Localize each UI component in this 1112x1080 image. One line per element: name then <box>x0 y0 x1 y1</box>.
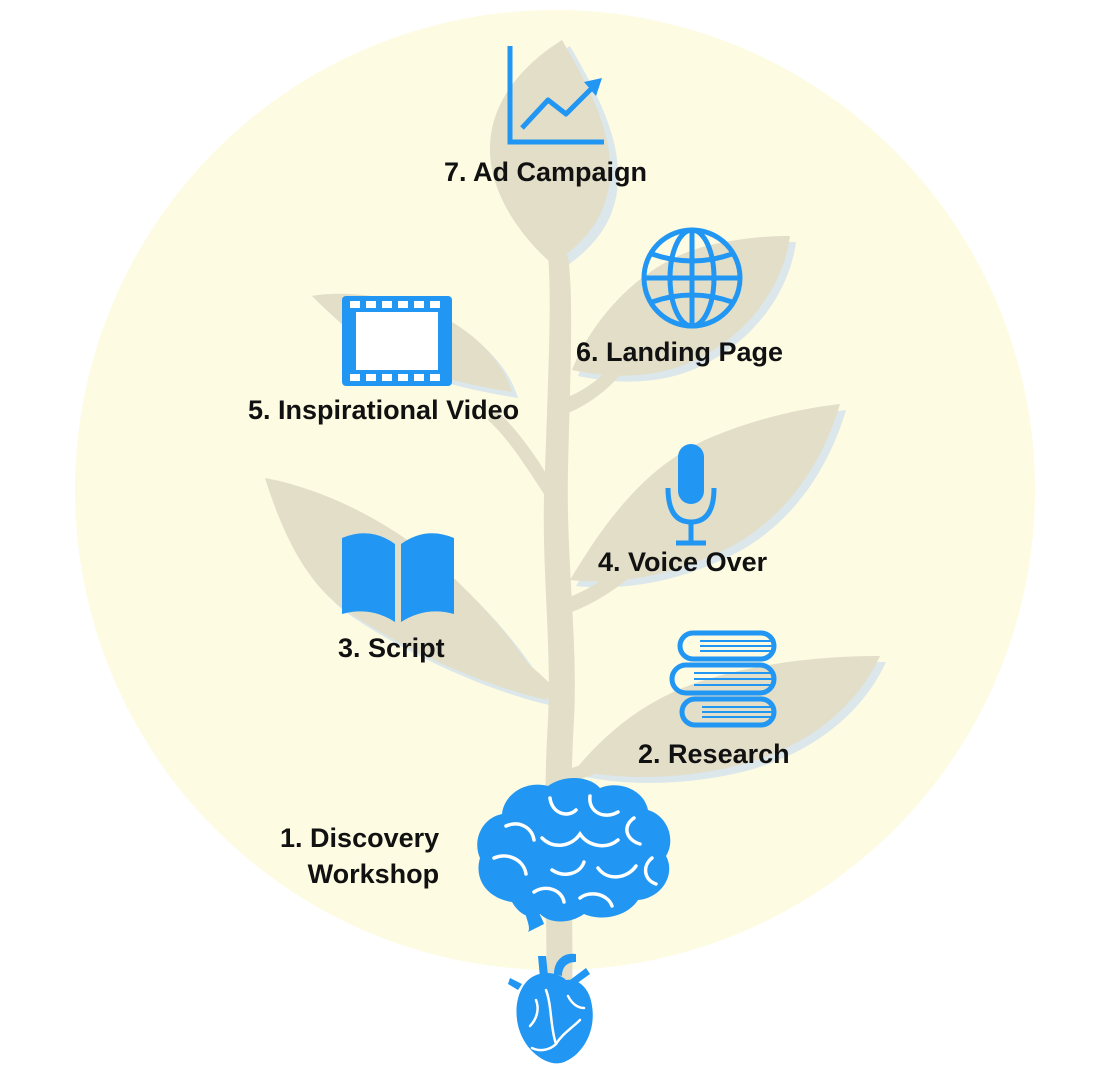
step-5-title: Inspirational Video <box>278 395 520 425</box>
step-4-label: 4. Voice Over <box>598 544 767 580</box>
step-1-label: 1. Discovery Workshop <box>280 820 439 892</box>
step-3-label: 3. Script <box>338 630 445 666</box>
step-1-number: 1. <box>280 823 303 853</box>
leaf-landing-page <box>572 236 790 376</box>
step-6-label: 6. Landing Page <box>576 334 783 370</box>
step-6-number: 6. <box>576 337 599 367</box>
leaf-voice-over <box>570 404 840 582</box>
step-1-title-line-2: Workshop <box>307 859 440 889</box>
step-2-number: 2. <box>638 739 661 769</box>
growth-chart-icon <box>504 44 608 148</box>
step-7-number: 7. <box>444 157 467 187</box>
step-2-title: Research <box>668 739 790 769</box>
step-5-label: 5. Inspirational Video <box>248 392 519 428</box>
step-3-title: Script <box>368 633 445 663</box>
microphone-icon <box>664 444 718 546</box>
step-1-title: Discovery <box>310 823 440 853</box>
step-1-line-1: 1. Discovery <box>280 820 439 856</box>
step-7-label: 7. Ad Campaign <box>444 154 647 190</box>
leaf-top <box>489 40 611 262</box>
step-5-number: 5. <box>248 395 271 425</box>
step-2-label: 2. Research <box>638 736 790 772</box>
heart-icon <box>506 950 602 1068</box>
stack-of-books-icon <box>668 630 778 728</box>
film-strip-icon <box>342 296 452 386</box>
globe-icon <box>640 226 744 330</box>
brain-icon <box>472 774 676 934</box>
step-4-number: 4. <box>598 547 621 577</box>
step-4-title: Voice Over <box>628 547 768 577</box>
open-book-icon <box>342 530 454 622</box>
step-7-title: Ad Campaign <box>473 157 648 187</box>
step-3-number: 3. <box>338 633 361 663</box>
step-6-title: Landing Page <box>606 337 784 367</box>
